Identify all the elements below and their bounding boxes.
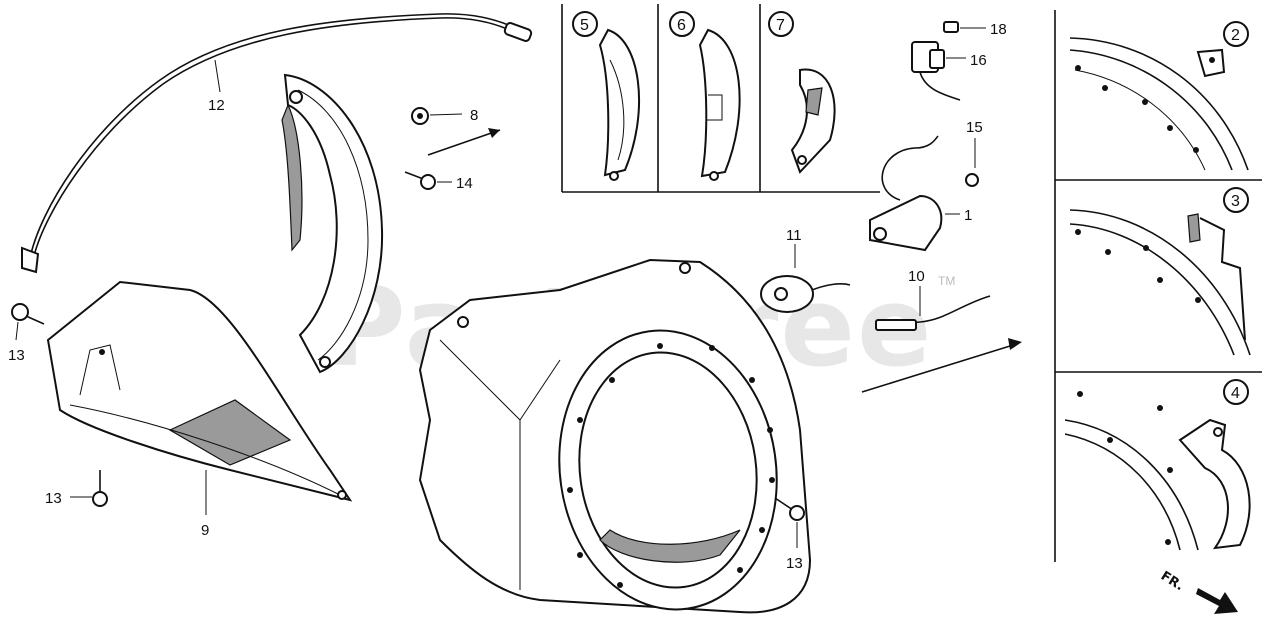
detail-view-2	[1069, 21, 1249, 171]
callout-13-right: 13	[786, 555, 803, 572]
air-guide-upper	[281, 73, 384, 374]
detail-views-frame	[1054, 10, 1262, 562]
inset-label-6: 6	[677, 17, 686, 34]
callout-18: 18	[990, 21, 1007, 38]
callout-8: 8	[470, 107, 478, 124]
callout-9: 9	[201, 522, 209, 539]
callout-11: 11	[786, 227, 802, 244]
callout-12: 12	[208, 97, 225, 114]
ignition-coil-1	[869, 135, 960, 252]
arrow-indicator-right	[861, 338, 1022, 393]
callout-13-lower-left: 13	[45, 490, 62, 507]
callout-16: 16	[970, 52, 987, 69]
air-guide-lower-9	[46, 280, 353, 515]
detail-label-4: 4	[1231, 385, 1240, 402]
front-arrow-icon	[1196, 588, 1238, 614]
fan-housing	[418, 258, 812, 614]
stop-switch-11	[760, 244, 851, 313]
callout-1: 1	[964, 207, 972, 224]
inset-panels-frame	[561, 4, 880, 193]
inset-panel-7	[768, 11, 836, 174]
bolt-13-left	[11, 303, 45, 341]
inset-panel-6	[669, 11, 741, 181]
front-direction-marker: FR.	[1158, 569, 1238, 614]
wire-10	[875, 286, 991, 331]
callout-13-left: 13	[8, 347, 25, 364]
switch-16	[911, 41, 966, 101]
svg-text:FR.: FR.	[1158, 569, 1186, 594]
inset-label-7: 7	[776, 17, 785, 34]
bolt-13-right	[774, 497, 805, 548]
arrow-indicator-top	[427, 128, 501, 156]
callout-14: 14	[456, 175, 473, 192]
watermark-tm: TM	[938, 274, 955, 288]
bolt-13-lower-left	[70, 470, 108, 507]
screw-14	[404, 171, 452, 190]
detail-label-3: 3	[1231, 193, 1240, 210]
callout-15: 15	[966, 119, 983, 136]
callout-10: 10	[908, 268, 925, 285]
detail-label-2: 2	[1231, 27, 1240, 44]
throttle-cable-12	[21, 13, 533, 274]
inset-panel-5	[572, 11, 640, 181]
screw-18	[943, 21, 986, 33]
screw-15	[965, 138, 979, 187]
detail-view-4	[1064, 379, 1251, 551]
detail-view-3	[1069, 187, 1251, 356]
bolt-8	[411, 107, 463, 125]
inset-label-5: 5	[580, 17, 589, 34]
